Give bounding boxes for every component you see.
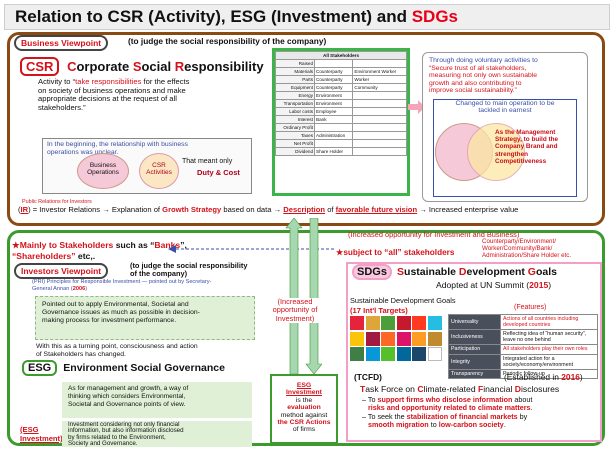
business-operations-circle: Business Operations <box>87 162 119 176</box>
esg-heading: ESG Environment Social Governance <box>22 360 229 376</box>
csr-activities-circle: CSR Activities <box>146 162 172 176</box>
sdg-goal-tile <box>365 331 380 346</box>
pri-text: (PRI) Principles for Responsible Investm… <box>32 279 212 292</box>
sdg-goal-tile <box>427 347 442 361</box>
sdg-goal-tile <box>350 316 364 330</box>
sdgs-heading: SDGs Sustainable Development Goals <box>352 264 557 280</box>
table-row: Ordinary Profit <box>274 123 407 132</box>
csr-heading: CSR Corporate Social Responsibility <box>20 57 264 76</box>
sdg-goal-tile <box>381 347 395 361</box>
sdg-goal-tile <box>396 331 411 346</box>
sdg-goal-tile <box>427 316 442 330</box>
tcfd-abbr: (TCFD) <box>354 372 382 382</box>
sdg-goal-tile <box>412 331 426 346</box>
management-strategy-text: As the Management Strategy, to build the… <box>495 129 559 165</box>
sdg-goals-grid <box>350 316 442 362</box>
esg-evaluation-box: ESG Investment is the evaluation method … <box>270 374 338 444</box>
sdg-goal-tile <box>350 347 364 361</box>
sdg-goal-tile <box>396 316 411 330</box>
turning-point-text: With this as a turning point, consciousn… <box>36 343 198 358</box>
up-arrow-icon <box>285 218 322 374</box>
investors-viewpoint-label: Investors Viewpoint <box>21 266 102 276</box>
investors-viewpoint-desc: (to judge the social responsibility of t… <box>130 261 248 278</box>
sdg-goal-tile <box>412 347 426 361</box>
mainly-stakeholders-text: ★Mainly to Stakeholders such as “Banks”,… <box>12 240 187 261</box>
investors-viewpoint-pill: Investors Viewpoint <box>14 263 109 279</box>
page-title: Relation to CSR (Activity), ESG (Investm… <box>4 4 610 30</box>
esg-badge: ESG <box>22 360 58 376</box>
meant-only-text: That meant only <box>182 158 233 165</box>
sdgs-badge: SDGs <box>352 264 392 280</box>
csr-frame <box>7 32 605 226</box>
title-sdgs: SDGs <box>411 7 459 26</box>
voluntary-activities-box: Through doing voluntary activities to “S… <box>422 52 588 202</box>
csr-badge: CSR <box>20 57 60 76</box>
sdg-goal-tile <box>381 316 395 330</box>
duty-cost-text: Duty & Cost <box>197 168 240 177</box>
table-row: Net Profit <box>274 139 407 148</box>
esg-investment-label: (ESG Investment) <box>20 425 63 443</box>
sdg-goal-tile <box>396 347 411 361</box>
ir-line: (IR) = Investor Relations → Explanation … <box>18 205 519 214</box>
esg-management-box: As for management and growth, a way of t… <box>62 382 252 418</box>
increased-opportunity-top: (Increased opportunity for Investment an… <box>348 230 520 239</box>
tcfd-established: (Established in 2016) <box>504 372 583 382</box>
sdg-goals-line: Sustainable Development Goals <box>350 296 456 305</box>
tcfd-bullets: – To support firms who disclose informat… <box>362 395 533 430</box>
tcfd-full: Task Force on Climate-related Financial … <box>360 384 560 394</box>
sdg-targets: (17 Int'l Targets) <box>350 306 408 315</box>
sdg-goal-tile <box>381 331 395 346</box>
esg-investment-box: Investment considering not only financia… <box>62 421 252 447</box>
business-viewpoint-desc: (to judge the social responsibility of t… <box>128 36 327 46</box>
origin-box: In the beginning, the relationship with … <box>42 138 252 194</box>
sdg-goal-tile <box>365 347 380 361</box>
pri-green-box: Pointed out to apply Environmental, Soci… <box>35 296 255 340</box>
business-viewpoint-label: Business Viewpoint <box>21 38 102 48</box>
subject-all-stakeholders: ★subject to “all” stakeholders <box>336 248 455 257</box>
dashed-arrow-icon <box>168 245 336 253</box>
ir-small-label: Public Relations for Investors <box>22 199 92 205</box>
table-row: Raised <box>274 59 407 68</box>
arrow-right-icon <box>408 100 425 114</box>
increased-opportunity-mid: (Increased opportunity of Investment) <box>266 297 324 324</box>
title-text: Relation to CSR (Activity), ESG (Investm… <box>15 7 412 26</box>
sdg-goal-tile <box>350 331 364 346</box>
features-label: (Features) <box>514 304 547 311</box>
sdg-goal-tile <box>427 331 442 346</box>
sdg-goal-tile <box>365 316 380 330</box>
stakeholder-list: Counterparty/Environment/ Worker/Communi… <box>482 238 572 260</box>
stakeholder-table-header: All Stakeholders <box>275 51 407 60</box>
adopted-text: Adopted at UN Summit (2015) <box>436 280 552 290</box>
esg-frame <box>7 230 605 446</box>
sdg-goal-tile <box>412 316 426 330</box>
business-viewpoint-pill: Business Viewpoint <box>14 35 109 51</box>
csr-definition: Activity to “take responsibilities for t… <box>38 77 190 112</box>
